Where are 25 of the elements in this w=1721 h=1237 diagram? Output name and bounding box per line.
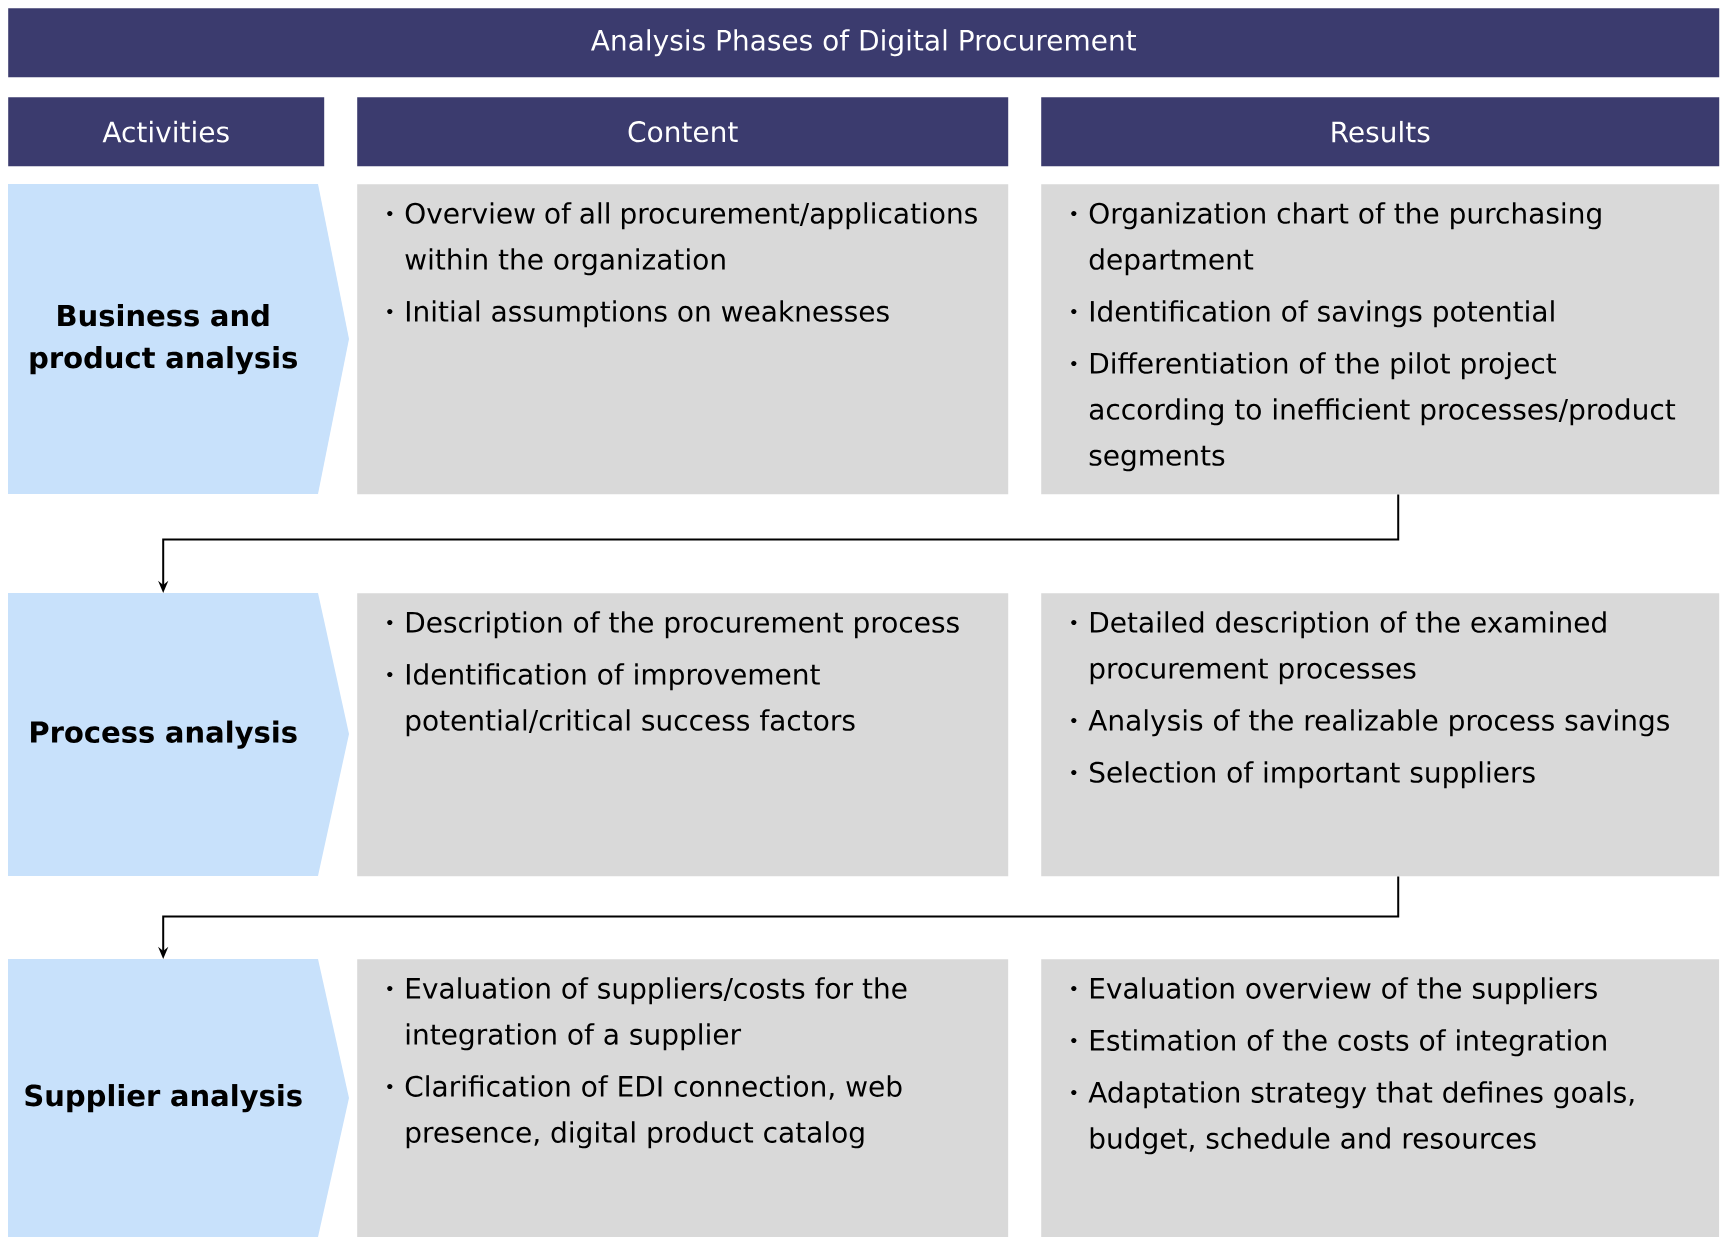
bullet-text: Description of the procurement process <box>406 611 959 639</box>
content-box <box>357 593 1009 877</box>
bullet-text: Estimation of the costs of integration <box>1090 1029 1606 1057</box>
bullet-text: Differentiation of the pilot project according to inefficient processes/product segments <box>1089 352 1676 472</box>
bullet-text: Evaluation overview of the suppliers <box>1090 977 1597 1005</box>
bullet-text: Overview of all procurement/applications within the organization <box>405 202 977 276</box>
content-box <box>1041 593 1720 877</box>
bullet-text: Analysis of the realizable process savings <box>1088 709 1669 737</box>
title-bar: Analysis Phases of Digital Procurement <box>8 8 1720 78</box>
bullet-text: Clarification of EDI connection, web presence, digital product catalog <box>405 1075 902 1149</box>
column-header: Activities <box>8 97 325 167</box>
bullet-text: Initial assumptions on weaknesses <box>406 300 889 328</box>
bullet-text: Adaptation strategy that defines goals, budget, schedule and resources <box>1088 1081 1634 1155</box>
column-header: Results <box>1041 97 1720 167</box>
bullet-text: Identification of improvement potential/critical success factors <box>406 663 855 737</box>
column-header: Content <box>357 97 1009 167</box>
content-box <box>357 184 1009 495</box>
bullet-text: Evaluation of suppliers/costs for the integration of a supplier <box>406 977 907 1051</box>
bullet-text: Selection of important suppliers <box>1090 761 1535 789</box>
bullet-text: Detailed description of the examined procurement processes <box>1090 611 1606 685</box>
content-box <box>1041 184 1720 495</box>
bullet-text: Identification of savings potential <box>1090 300 1554 328</box>
bullet-text: Organization chart of the purchasing department <box>1089 202 1601 276</box>
content-box <box>1041 959 1720 1237</box>
content-box <box>357 959 1009 1237</box>
